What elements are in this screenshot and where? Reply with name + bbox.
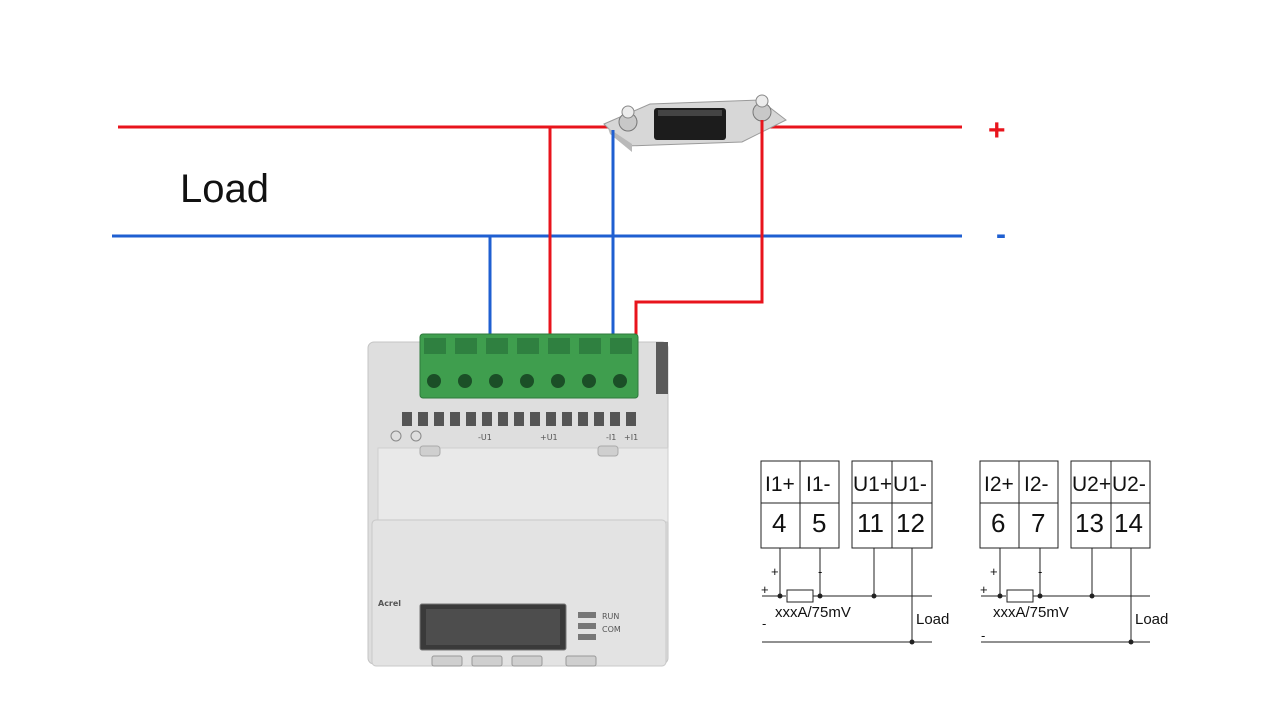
terminal-label-u2-plus: U2+ xyxy=(1072,473,1111,496)
schematic-minus: - xyxy=(762,616,766,631)
schematic-load-label: Load xyxy=(916,611,949,628)
terminal-num-4: 4 xyxy=(772,508,786,538)
schematic-plus: + xyxy=(990,564,998,579)
indicator-com: COM xyxy=(602,625,621,634)
schematic-plus: + xyxy=(771,564,779,579)
shunt-symbol xyxy=(786,589,814,603)
terminal-label-u1-minus: U1- xyxy=(893,473,927,496)
terminal-mark-plus-u1: +U1 xyxy=(540,433,558,442)
front-button xyxy=(431,655,463,667)
terminal-mark-minus-u1: -U1 xyxy=(478,433,492,442)
schematic-plus: + xyxy=(980,582,988,597)
terminal-label-i1-plus: I1+ xyxy=(765,473,795,496)
terminal-mark-minus-i1: -I1 xyxy=(606,433,616,442)
indicator-run: RUN xyxy=(602,612,619,621)
terminal-num-14: 14 xyxy=(1114,508,1143,538)
shunt-rating-label: xxxA/75mV xyxy=(993,604,1069,621)
shunt-resistor-icon xyxy=(603,94,787,152)
terminal-label-i1-minus: I1- xyxy=(806,473,831,496)
schematic-plus: + xyxy=(761,582,769,597)
schematic-load-label: Load xyxy=(1135,611,1168,628)
terminal-num-12: 12 xyxy=(896,508,925,538)
plus-sign: + xyxy=(988,114,1006,147)
terminal-num-5: 5 xyxy=(812,508,826,538)
terminal-mark-plus-i1: +I1 xyxy=(624,433,638,442)
shunt-symbol xyxy=(1006,589,1034,603)
minus-sign: - xyxy=(996,218,1006,251)
meter-device: -U1 +U1 -I1 +I1 Acrel RUN COM xyxy=(367,333,669,667)
terminal-num-7: 7 xyxy=(1031,508,1045,538)
shunt-rating-label: xxxA/75mV xyxy=(775,604,851,621)
front-button xyxy=(511,655,543,667)
terminal-num-6: 6 xyxy=(991,508,1005,538)
schematic-minus: - xyxy=(1038,564,1042,579)
terminal-num-13: 13 xyxy=(1075,508,1104,538)
schematic-channel-1 xyxy=(760,460,933,643)
front-button xyxy=(471,655,503,667)
terminal-label-i2-minus: I2- xyxy=(1024,473,1049,496)
terminal-label-i2-plus: I2+ xyxy=(984,473,1014,496)
schematic-minus: - xyxy=(818,564,822,579)
terminal-num-11: 11 xyxy=(857,508,884,538)
terminal-label-u1-plus: U1+ xyxy=(853,473,892,496)
front-button xyxy=(565,655,597,667)
terminal-label-u2-minus: U2- xyxy=(1112,473,1146,496)
brand-label: Acrel xyxy=(378,599,401,608)
schematic-minus: - xyxy=(981,628,985,643)
load-label: Load xyxy=(180,167,269,211)
